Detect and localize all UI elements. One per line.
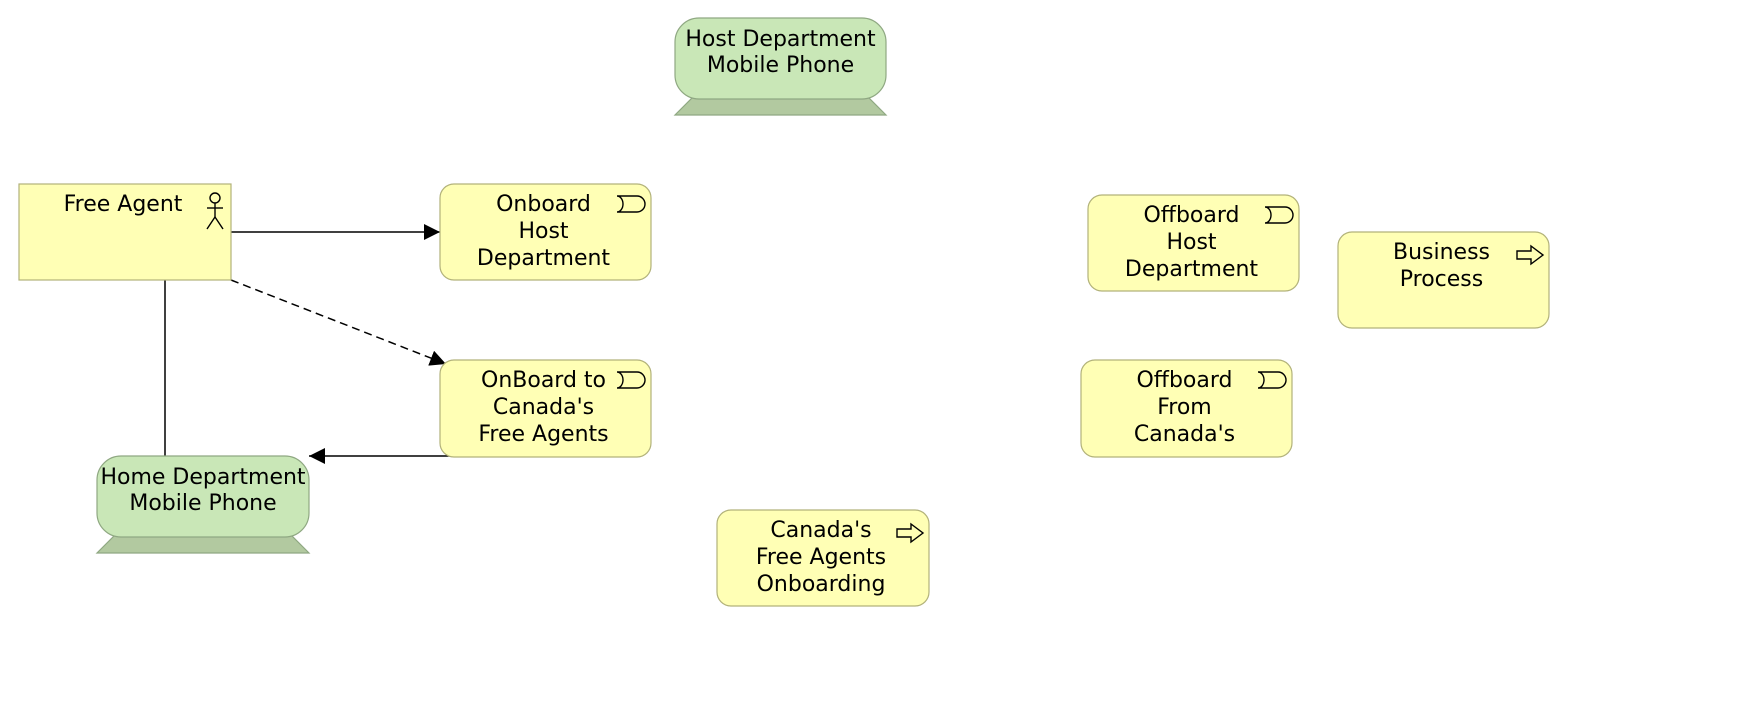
node-label-line: Process [1400,267,1483,292]
node-box [18,183,232,281]
node-label-line: Offboard [1136,368,1232,393]
event-icon [1257,371,1287,389]
node-box [439,183,652,281]
node-box [1087,194,1300,292]
node-label-line: Host Department [685,27,876,52]
process-arrow-icon [896,522,925,544]
node-label-line: Free Agents [756,545,886,570]
node-label-line: Offboard [1143,203,1239,228]
node-label-line: Onboarding [757,572,886,597]
node-box [1337,231,1550,329]
device-base [673,96,888,116]
actor-icon [206,192,224,230]
process-arrow-icon [1516,244,1545,266]
node-box [716,509,930,607]
device-base [95,534,311,554]
node-label-line: Free Agents [478,422,608,447]
node-label-line: Home Department [100,465,305,490]
edge-free-agent-to-onboard-canada[interactable] [230,279,447,366]
node-label-line: Department [1125,257,1259,282]
node-label-line: Business [1393,240,1490,265]
node-label-line: From [1157,395,1212,420]
node-label-line: Department [477,246,611,271]
device-body [96,455,310,538]
node-free-agent[interactable]: Free Agent [18,183,232,281]
node-label-line: Canada's [1134,422,1235,447]
device-body [674,17,887,100]
event-icon [616,371,646,389]
node-box [439,359,652,458]
node-label-line: Mobile Phone [129,491,276,516]
edges-layer [164,224,457,464]
node-label-line: Host [518,219,568,244]
node-label-line: Onboard [496,192,591,217]
node-label-line: Canada's [770,518,871,543]
node-label-line: Canada's [493,395,594,420]
node-box [1080,359,1293,458]
node-label-line: Mobile Phone [707,53,854,78]
node-label-line: Free Agent [64,192,183,217]
node-label-line: Host [1166,230,1216,255]
event-icon [616,195,646,213]
event-icon [1264,206,1294,224]
node-label-line: OnBoard to [481,368,606,393]
